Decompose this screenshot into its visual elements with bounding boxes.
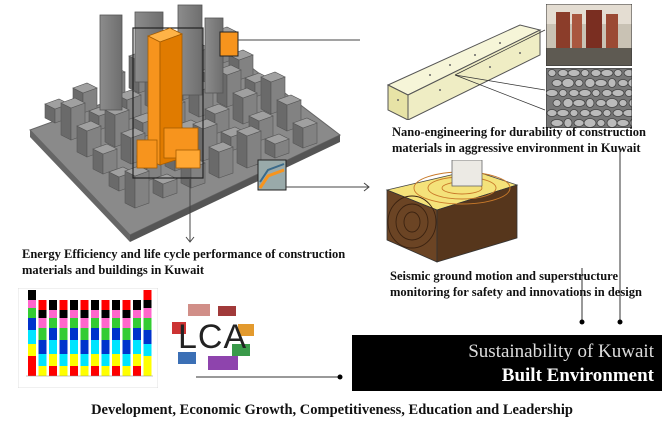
corrosion-photo [546, 4, 632, 66]
caption-nano-engineering: Nano-engineering for durability of const… [392, 125, 646, 155]
energy-chart-thumbnail [18, 288, 158, 388]
microstructure-photo [546, 68, 632, 128]
nano-beam-illustration [386, 24, 546, 120]
seismic-soil-illustration [385, 160, 519, 263]
connector-arrow-seismic [355, 182, 370, 192]
caption-seismic: Seismic ground motion and superstructure… [390, 269, 642, 299]
banner-line2: Built Environment [501, 365, 654, 386]
city-buildings-illustration [29, 4, 360, 243]
sustainability-banner: Sustainability of Kuwait Built Environme… [352, 335, 662, 391]
lca-label: LCA [178, 318, 248, 356]
caption-energy-efficiency: Energy Efficiency and life cycle perform… [22, 247, 346, 277]
connector-lines-banner [579, 150, 623, 325]
banner-line1: Sustainability of Kuwait [468, 341, 654, 362]
footer-tagline: Development, Economic Growth, Competitiv… [91, 402, 573, 418]
connector-line-lca [196, 374, 343, 380]
lca-logo [172, 304, 254, 370]
